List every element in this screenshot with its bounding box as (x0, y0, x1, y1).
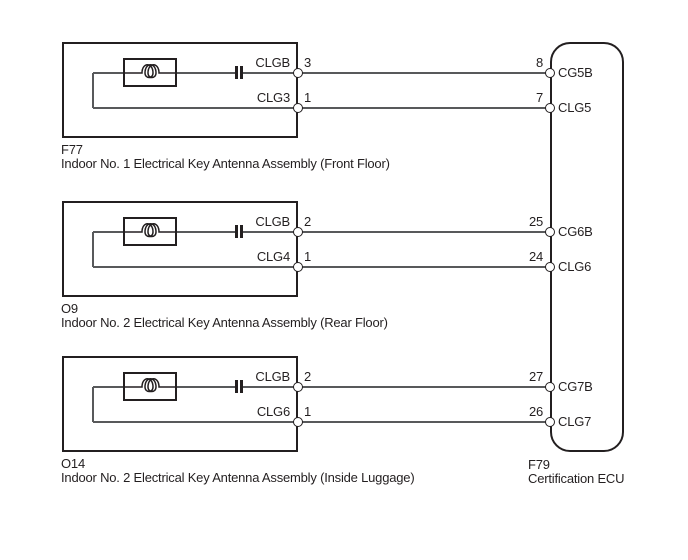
ecu-name: Certification ECU (528, 471, 625, 486)
pin-label: CLGB (255, 369, 290, 384)
wire-clgb-to-cg6b (298, 231, 550, 233)
wire-loop-vertical (92, 232, 94, 267)
wire-coil-to-capacitor (177, 72, 235, 74)
wire-loop-bottom (93, 266, 298, 268)
capacitor-plate-icon (240, 380, 243, 393)
ecu-pin-number: 24 (528, 249, 543, 264)
connector-node (545, 262, 555, 272)
component-name: Indoor No. 1 Electrical Key Antenna Asse… (61, 156, 390, 171)
pin-number: 2 (304, 369, 312, 384)
pin-label: CLG4 (256, 249, 290, 264)
ecu-pin-label: CLG7 (558, 414, 592, 429)
coil-box (123, 58, 177, 87)
wire-loop-vertical (92, 73, 94, 108)
wire-coil-to-capacitor (177, 231, 235, 233)
wire-capacitor-to-pin (243, 386, 298, 388)
ecu-pin-label: CG6B (558, 224, 593, 239)
component-box (62, 42, 298, 138)
component-id: O9 (61, 301, 78, 316)
ecu-pin-label: CG7B (558, 379, 593, 394)
wire-coil-left (93, 386, 123, 388)
capacitor-plate-icon (235, 380, 238, 393)
wire-clg6-to-clg7 (298, 421, 550, 423)
inductor-coil-icon (124, 223, 176, 238)
pin-label: CLG6 (256, 404, 290, 419)
inductor-coil-icon (124, 64, 176, 79)
pin-label: CLGB (255, 55, 290, 70)
ecu-pin-number: 25 (528, 214, 543, 229)
wire-loop-bottom (93, 107, 298, 109)
component-name: Indoor No. 2 Electrical Key Antenna Asse… (61, 315, 388, 330)
pin-number: 1 (304, 404, 312, 419)
connector-node (293, 262, 303, 272)
pin-label: CLGB (255, 214, 290, 229)
capacitor-plate-icon (235, 66, 238, 79)
wire-clg4-to-clg6 (298, 266, 550, 268)
connector-node (545, 417, 555, 427)
ecu-pin-number: 7 (535, 90, 543, 105)
coil-box (123, 372, 177, 401)
ecu-pin-number: 26 (528, 404, 543, 419)
connector-node (545, 382, 555, 392)
wire-coil-to-capacitor (177, 386, 235, 388)
component-box (62, 356, 298, 452)
ecu-pin-number: 8 (535, 55, 543, 70)
connector-node (545, 68, 555, 78)
ecu-pin-label: CLG6 (558, 259, 592, 274)
pin-number: 1 (304, 90, 312, 105)
connector-node (293, 103, 303, 113)
connector-node (293, 417, 303, 427)
connector-node (293, 382, 303, 392)
wire-loop-vertical (92, 387, 94, 422)
ecu-pin-number: 27 (528, 369, 543, 384)
wire-coil-left (93, 72, 123, 74)
connector-node (293, 227, 303, 237)
capacitor-plate-icon (240, 66, 243, 79)
inductor-coil-icon (124, 378, 176, 393)
wire-capacitor-to-pin (243, 231, 298, 233)
ecu-pin-label: CG5B (558, 65, 593, 80)
wire-clgb-to-cg7b (298, 386, 550, 388)
ecu-pin-label: CLG5 (558, 100, 592, 115)
pin-number: 2 (304, 214, 312, 229)
wire-coil-left (93, 231, 123, 233)
wire-clgb-to-cg5b (298, 72, 550, 74)
pin-number: 1 (304, 249, 312, 264)
wire-capacitor-to-pin (243, 72, 298, 74)
pin-number: 3 (304, 55, 312, 70)
component-id: F77 (61, 142, 83, 157)
connector-node (545, 103, 555, 113)
wire-clg3-to-clg5 (298, 107, 550, 109)
ecu-box-f79 (550, 42, 624, 452)
component-name: Indoor No. 2 Electrical Key Antenna Asse… (61, 470, 415, 485)
connector-node (293, 68, 303, 78)
capacitor-plate-icon (235, 225, 238, 238)
pin-label: CLG3 (256, 90, 290, 105)
component-box (62, 201, 298, 297)
capacitor-plate-icon (240, 225, 243, 238)
connector-node (545, 227, 555, 237)
wire-loop-bottom (93, 421, 298, 423)
coil-box (123, 217, 177, 246)
component-id: O14 (61, 456, 85, 471)
ecu-id: F79 (528, 457, 550, 472)
